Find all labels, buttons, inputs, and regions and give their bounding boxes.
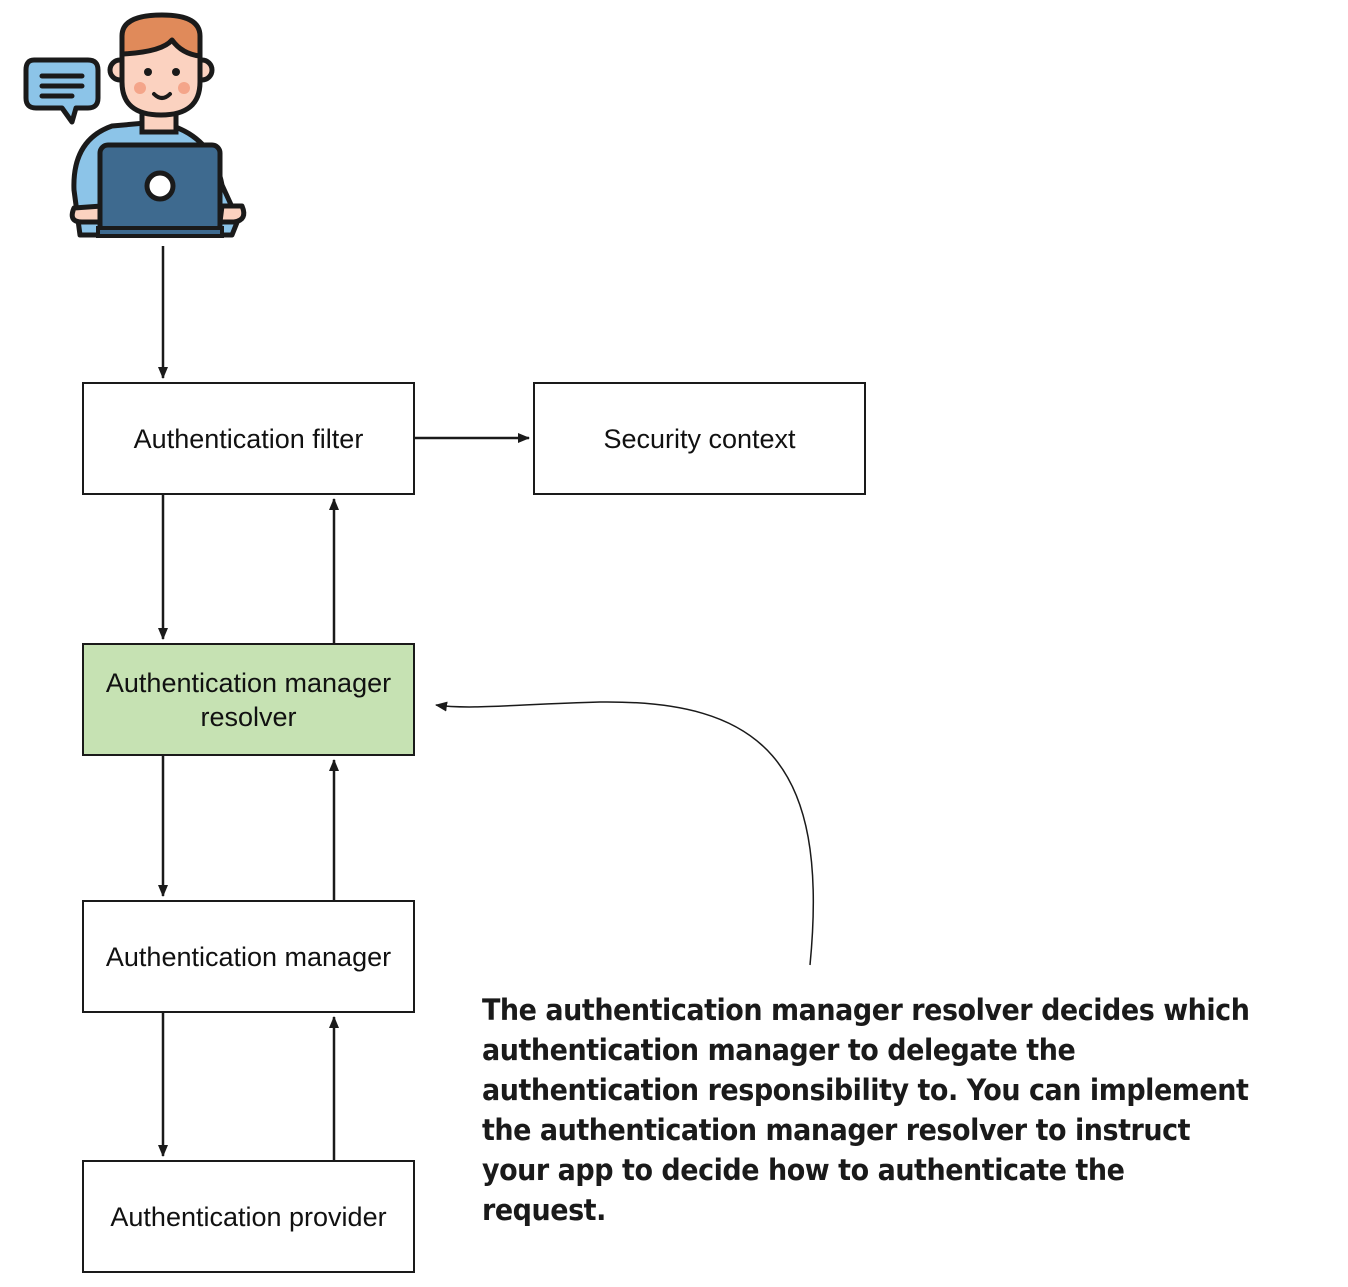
authentication-manager-box: Authentication manager — [82, 900, 415, 1013]
security-context-label: Security context — [603, 423, 796, 454]
annotation-pointer-arrow — [435, 701, 814, 966]
authentication-manager-resolver-box: Authentication manager resolver — [82, 643, 415, 756]
authentication-manager-resolver-label: Authentication manager resolver — [105, 667, 392, 732]
user-with-laptop-icon — [23, 12, 247, 238]
authentication-provider-label: Authentication provider — [110, 1201, 387, 1232]
security-context-box: Security context — [533, 382, 866, 495]
chat-bubble-icon — [23, 57, 101, 125]
authentication-provider-box: Authentication provider — [82, 1160, 415, 1273]
annotation-text: The authentication manager resolver deci… — [482, 993, 1250, 1227]
authentication-filter-label: Authentication filter — [133, 423, 364, 454]
authentication-filter-box: Authentication filter — [82, 382, 415, 495]
authentication-manager-label: Authentication manager — [105, 941, 392, 972]
